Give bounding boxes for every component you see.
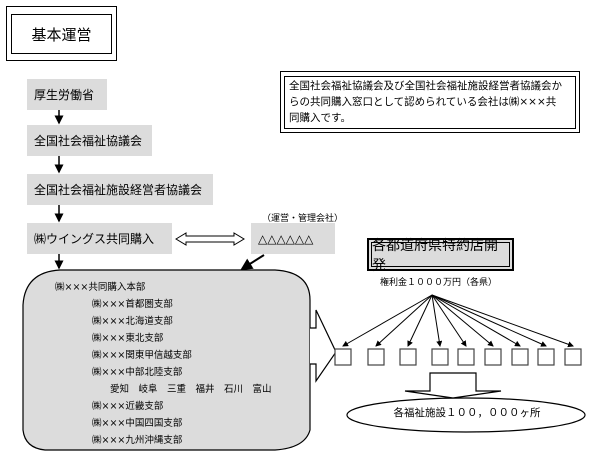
note-line: 同購入です。 (289, 112, 351, 124)
fan-arrow (431, 294, 574, 348)
development-fee: 権利金１０００万円（各県） (380, 278, 498, 288)
branch-item: ㈱×××関東甲信越支部 (92, 350, 192, 361)
store-box (564, 348, 582, 366)
fan-arrow (431, 294, 494, 347)
fan-arrow (375, 294, 433, 347)
box-mhlw: 厚生労働省 (27, 79, 107, 110)
arrow-management-to-hq (240, 254, 265, 271)
branch-item: ㈱×××近畿支部 (92, 401, 164, 412)
store-boxes (334, 348, 582, 366)
store-box (431, 348, 449, 366)
store-box (457, 348, 475, 366)
branch-item: ㈱×××中部北陸支部 (92, 367, 183, 378)
facilities-label: 各福祉施設１００，０００ヶ所 (393, 407, 541, 419)
branch-item: ㈱×××北海道支部 (92, 316, 173, 327)
hq-list: ㈱×××共同購入本部 ㈱×××首都圏支部 ㈱×××北海道支部 ㈱×××東北支部 … (55, 279, 272, 449)
branch-item: ㈱×××首都圏支部 (92, 299, 173, 310)
note-line: らの共同購入窓口として認められている会社は㈱×××共 (289, 96, 557, 108)
facilities-ellipse (346, 397, 586, 433)
branch-item: ㈱×××九州沖縄支部 (92, 435, 183, 446)
title-frame (6, 6, 117, 61)
note-frame (280, 71, 580, 133)
fan-arrow (431, 294, 547, 347)
branch-prefectures: 愛知 岐阜 三重 福井 石川 富山 (110, 384, 272, 395)
branch-item: ㈱×××東北支部 (92, 333, 164, 344)
hq-main: ㈱×××共同購入本部 (55, 282, 146, 293)
hq-box (22, 269, 311, 451)
box-facility-managers-council: 全国社会福祉施設経営者協議会 (27, 174, 213, 205)
store-box (484, 348, 502, 366)
store-box (537, 348, 555, 366)
fan-arrow (431, 294, 521, 347)
fan-arrow (431, 294, 467, 347)
development-box: 各都道府県特約店開発 (371, 238, 510, 274)
fan-arrow (342, 294, 433, 347)
box-wings-purchasing: ㈱ウイングス共同購入 (27, 223, 172, 254)
store-box (511, 348, 529, 366)
note-line: 全国社会福祉協議会及び全国社会福祉施設経営者協議会か (289, 80, 562, 92)
big-right-arrow-icon (310, 309, 337, 383)
fan-arrow (431, 294, 443, 347)
branch-item: ㈱×××中国四国支部 (92, 418, 183, 429)
store-box (334, 348, 352, 366)
store-box (367, 348, 385, 366)
fan-out-arrows (342, 294, 574, 348)
box-management-company: △△△△△△ (251, 223, 335, 254)
note-box: 全国社会福祉協議会及び全国社会福祉施設経営者協議会か らの共同購入窓口として認め… (284, 76, 576, 129)
down-arrow-icon (404, 372, 502, 399)
fan-arrow (407, 294, 433, 347)
page-title: 基本運営 (11, 14, 112, 54)
box-national-welfare-council: 全国社会福祉協議会 (27, 125, 152, 156)
double-arrow-icon (175, 232, 245, 246)
management-caption: （運営・管理会社） (262, 214, 344, 224)
store-box (399, 348, 417, 366)
